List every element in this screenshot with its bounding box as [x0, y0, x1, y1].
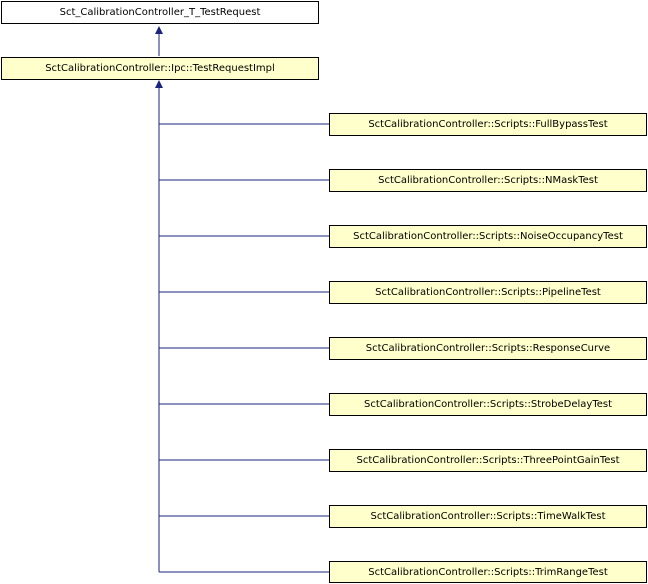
class-node-responsecurve[interactable]: SctCalibrationController::Scripts::Respo…	[329, 337, 647, 360]
class-node-root[interactable]: Sct_CalibrationController_T_TestRequest	[1, 1, 319, 24]
class-node-label: SctCalibrationController::Scripts::Three…	[356, 455, 620, 466]
class-node-label: SctCalibrationController::Scripts::NMask…	[378, 175, 598, 186]
class-node-pipelinetest[interactable]: SctCalibrationController::Scripts::Pipel…	[329, 281, 647, 304]
class-node-fullbypasstest[interactable]: SctCalibrationController::Scripts::FullB…	[329, 113, 647, 136]
class-node-strobedelaytest[interactable]: SctCalibrationController::Scripts::Strob…	[329, 393, 647, 416]
class-node-label: SctCalibrationController::Scripts::Strob…	[363, 399, 613, 410]
class-node-label: SctCalibrationController::Scripts::FullB…	[368, 119, 608, 130]
class-node-label: SctCalibrationController::Scripts::TrimR…	[368, 566, 608, 578]
class-node-label: Sct_CalibrationController_T_TestRequest	[59, 7, 261, 18]
class-node-trimrangetest[interactable]: SctCalibrationController::Scripts::TrimR…	[329, 561, 647, 583]
class-node-label: SctCalibrationController::Scripts::TimeW…	[370, 511, 606, 522]
class-node-nmasktest[interactable]: SctCalibrationController::Scripts::NMask…	[329, 169, 647, 192]
class-node-timewalktest[interactable]: SctCalibrationController::Scripts::TimeW…	[329, 505, 647, 528]
class-node-label: SctCalibrationController::Scripts::Respo…	[365, 343, 611, 354]
class-node-noiseoccupancytest[interactable]: SctCalibrationController::Scripts::Noise…	[329, 225, 647, 248]
class-node-label: SctCalibrationController::Scripts::Pipel…	[375, 287, 601, 298]
class-node-parent[interactable]: SctCalibrationController::Ipc::TestReque…	[1, 57, 319, 80]
class-node-label: SctCalibrationController::Ipc::TestReque…	[45, 63, 275, 74]
class-node-label: SctCalibrationController::Scripts::Noise…	[353, 231, 623, 242]
class-node-threepointgaintest[interactable]: SctCalibrationController::Scripts::Three…	[329, 449, 647, 472]
